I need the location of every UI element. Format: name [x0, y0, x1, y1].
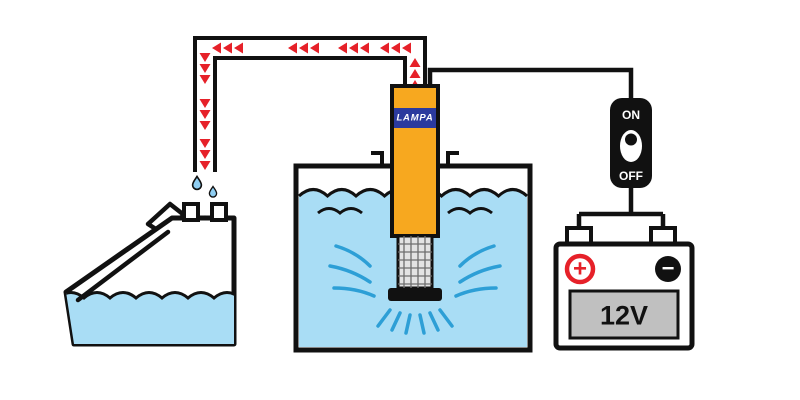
pump-to-switch-wire — [427, 67, 634, 100]
switch-toggle-dot — [625, 133, 637, 146]
battery-negative-terminal — [655, 256, 681, 282]
flow-burst-line — [390, 311, 402, 332]
pump-filter-mesh — [398, 236, 432, 288]
flow-line — [328, 264, 372, 284]
flow-arrow-icons — [199, 42, 421, 170]
battery-voltage-label: 12V — [600, 301, 648, 331]
switch-on-label: ON — [622, 108, 640, 122]
flow-burst-line — [376, 308, 392, 328]
battery-positive-terminal — [564, 253, 596, 285]
switch-off-label: OFF — [619, 169, 643, 183]
jerry-can-filler-tab — [182, 202, 200, 222]
water-drop-icon — [191, 175, 203, 191]
flow-burst-line — [404, 313, 412, 335]
pump-brand-band — [394, 108, 436, 128]
tank-wave-accent — [447, 207, 493, 215]
jerry-can — [63, 201, 237, 347]
battery-plus-symbol: + — [573, 256, 587, 283]
pump-base — [388, 288, 442, 301]
battery: + − 12V — [553, 226, 695, 351]
submersible-pump: LAMPA — [388, 84, 442, 301]
pump-brand-label: LAMPA — [396, 113, 433, 124]
flow-burst-line — [438, 308, 454, 328]
jerry-can-seam — [75, 229, 171, 303]
switch-to-battery-wire — [576, 186, 666, 230]
battery-minus-symbol: − — [662, 256, 675, 281]
flow-line — [458, 264, 502, 284]
flow-burst-line — [428, 311, 440, 332]
flow-line — [458, 244, 496, 268]
water-drop-icon — [208, 185, 218, 198]
jerry-can-filler-tab — [210, 202, 228, 222]
flow-line — [334, 244, 372, 268]
tank-rim-hook — [446, 151, 459, 166]
power-switch: ON OFF — [610, 98, 652, 188]
battery-voltage-panel — [568, 289, 680, 340]
flow-burst-line — [418, 313, 426, 335]
flow-line — [454, 286, 498, 298]
tank-rim-hook — [371, 151, 384, 166]
jerry-can-water — [66, 292, 234, 344]
tank-wave-accent — [317, 207, 363, 215]
power-wires — [427, 67, 666, 230]
flow-line — [332, 286, 376, 298]
suction-flow-lines — [328, 244, 502, 335]
